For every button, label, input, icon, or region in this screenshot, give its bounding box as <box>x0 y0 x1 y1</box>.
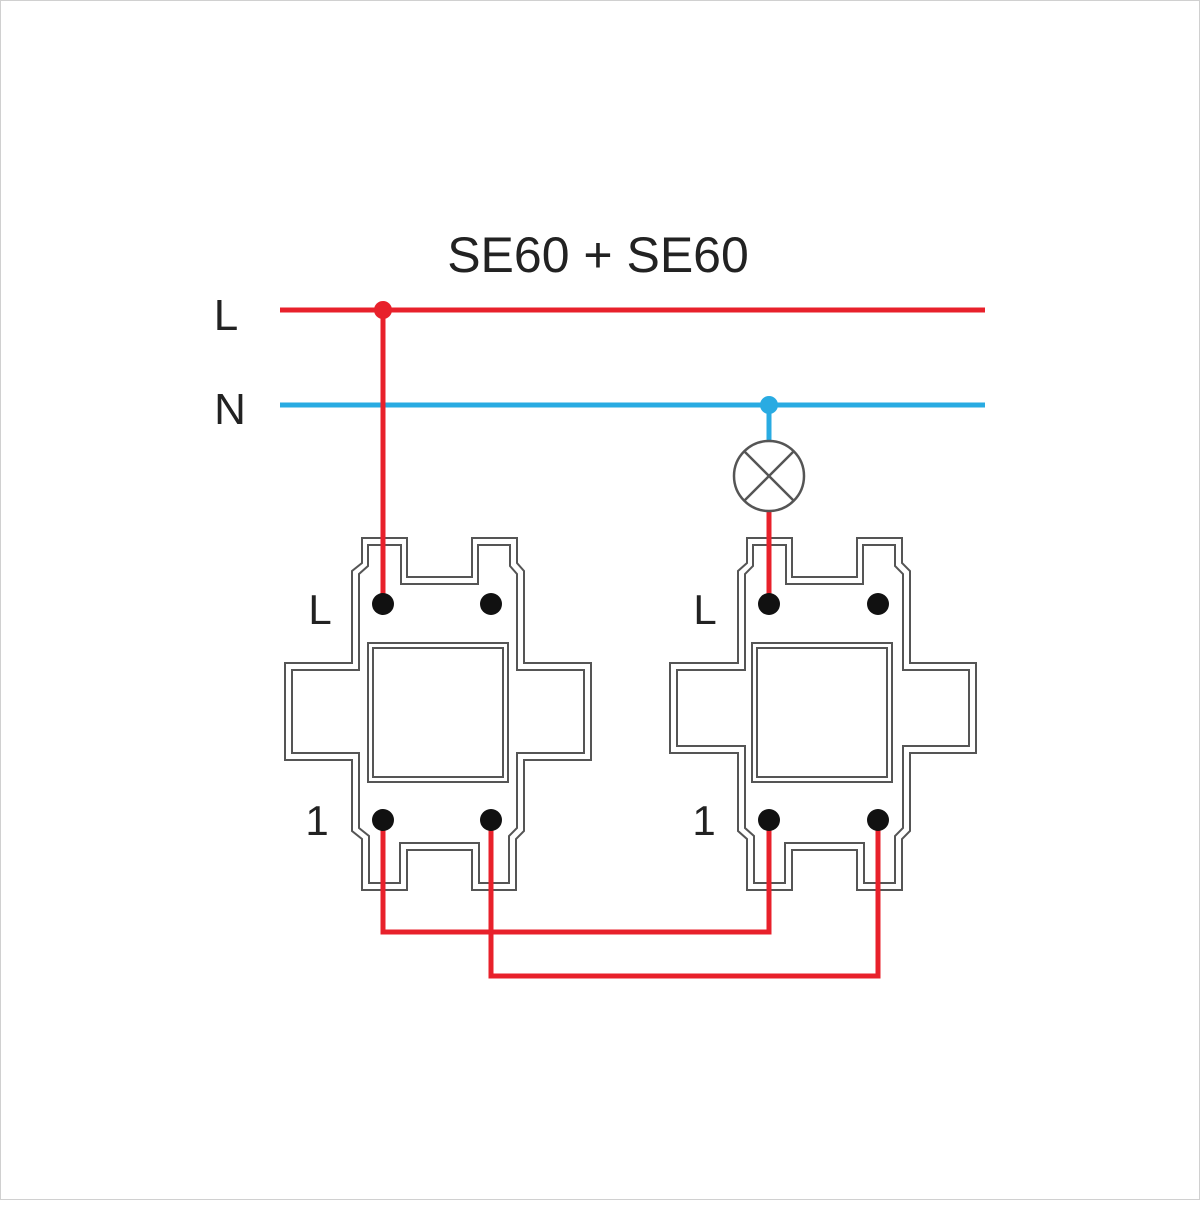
switch-left-terminals <box>372 593 502 831</box>
terminal-screw-icon <box>372 809 394 831</box>
switch-right-housing <box>669 537 977 891</box>
switch-left-housing <box>284 537 592 891</box>
switch-right-terminal-1-label: 1 <box>692 797 715 844</box>
traveller-wire-1 <box>380 820 772 935</box>
neutral-bus-label: N <box>214 385 246 434</box>
traveller-wire-2 <box>488 820 881 979</box>
lamp-icon <box>732 439 806 513</box>
neutral-junction-dot-icon <box>760 396 778 414</box>
terminal-screw-icon <box>867 593 889 615</box>
switch-left-terminal-1-label: 1 <box>305 797 328 844</box>
terminal-screw-icon <box>867 809 889 831</box>
switch-left-terminal-l-label: L <box>308 586 331 633</box>
terminal-screw-icon <box>372 593 394 615</box>
live-wiring <box>280 307 985 979</box>
terminal-screw-icon <box>758 809 780 831</box>
live-junction-dot-icon <box>374 301 392 319</box>
neutral-wiring <box>280 402 985 440</box>
switch-right-terminal-l-label: L <box>693 586 716 633</box>
diagram-title: SE60 + SE60 <box>447 227 749 283</box>
terminal-screw-icon <box>480 809 502 831</box>
live-bus-label: L <box>214 291 238 340</box>
terminal-screw-icon <box>480 593 502 615</box>
switch-right-terminals <box>758 593 889 831</box>
terminal-screw-icon <box>758 593 780 615</box>
